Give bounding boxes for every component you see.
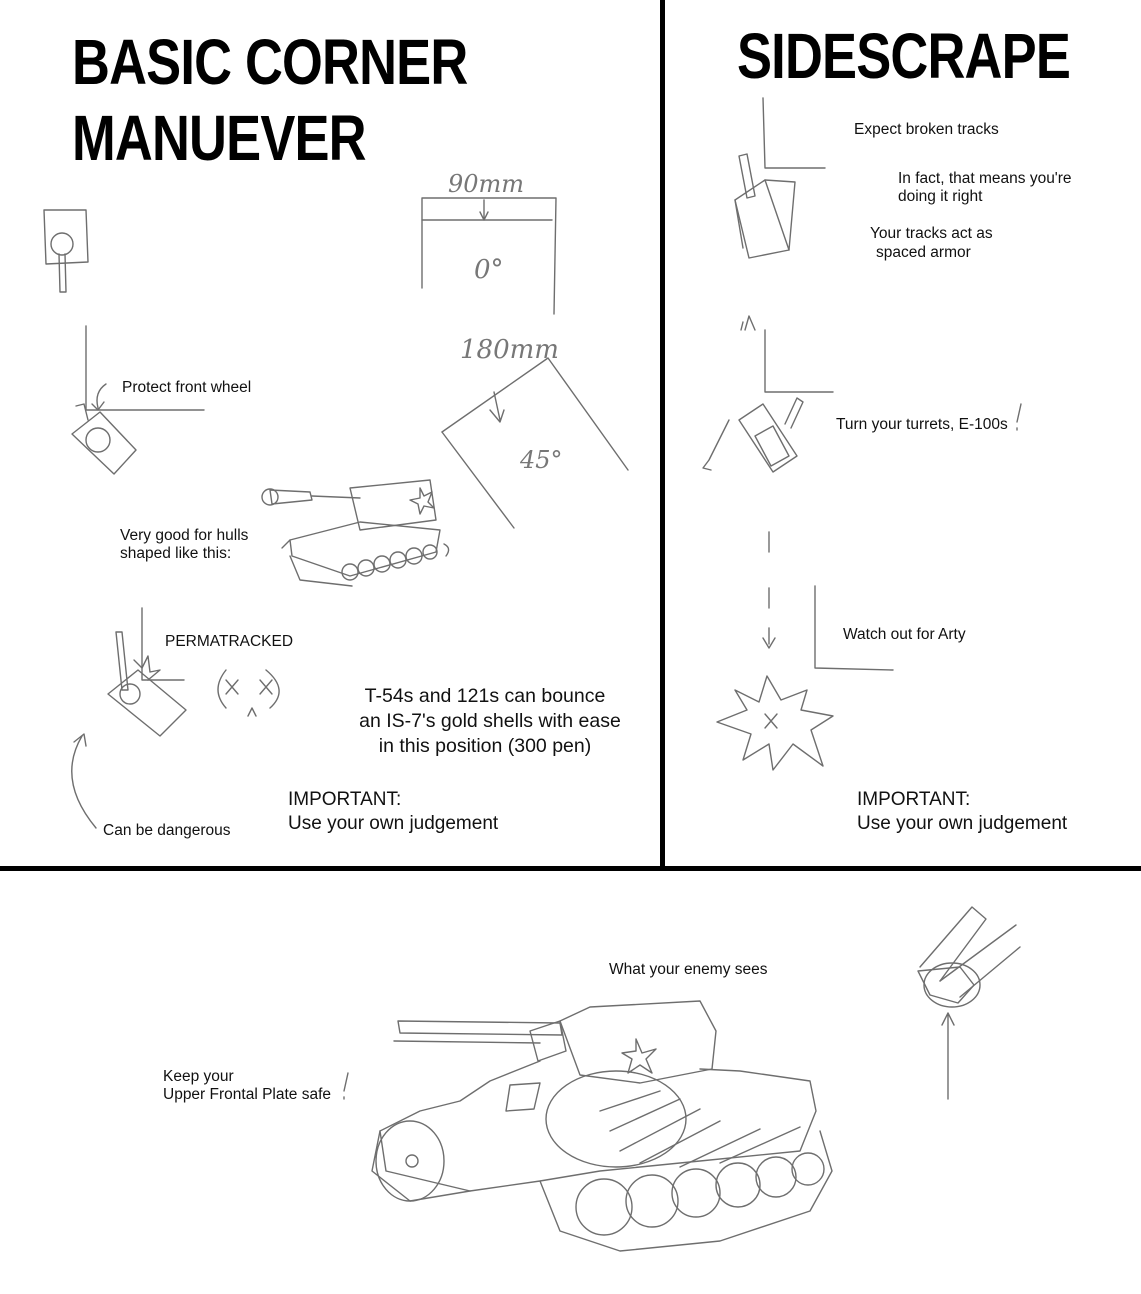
sidescrape-judgement-label: Use your own judgement — [857, 813, 1068, 834]
label-0deg: 0° — [474, 255, 504, 285]
sidescrape-important-label: IMPORTANT: — [857, 789, 971, 810]
sidescrape-panel: SIDESCRAPE Expect broke — [665, 0, 1141, 866]
tank-top-view-sketch — [43, 209, 89, 293]
bounce-line1: T-54s and 121s can bounce — [364, 685, 606, 707]
corner-wall-sketch — [71, 325, 205, 475]
enemy-sees-label: What your enemy sees — [609, 961, 768, 978]
sidescrape-sketches — [702, 97, 1022, 771]
very-good-line2: shaped like this: — [120, 545, 232, 562]
permatracked-label: PERMATRACKED — [165, 633, 294, 650]
permatracked-sketch — [107, 607, 280, 737]
expect-broken-tracks-label: Expect broken tracks — [854, 121, 999, 138]
armor-45deg-sketch: 180mm 45° — [441, 335, 629, 529]
corner-panel: BASIC CORNER MANUEVER 90mm 0° 180mm 45° — [0, 0, 660, 866]
corner-title-line1: BASIC CORNER — [72, 26, 468, 98]
in-fact-line2: doing it right — [898, 188, 983, 205]
label-180mm: 180mm — [460, 335, 559, 365]
arty-sketch — [716, 531, 894, 771]
in-fact-line1: In fact, that means you're — [898, 170, 1072, 187]
big-tank-sketch — [371, 1000, 833, 1252]
sidescrape-tank2-sketch — [702, 315, 834, 473]
label-90mm: 90mm — [448, 170, 524, 198]
corner-judgement-label: Use your own judgement — [288, 813, 499, 834]
horizontal-divider — [0, 866, 1141, 871]
barrel-arrow-sketch — [917, 906, 1021, 1100]
turn-turrets-label: Turn your turrets, E-100s — [836, 416, 1008, 433]
very-good-line1: Very good for hulls — [120, 527, 249, 544]
keep-ufp-line1: Keep your — [163, 1068, 234, 1085]
keep-ufp-line2: Upper Frontal Plate safe — [163, 1086, 332, 1103]
label-45deg: 45° — [519, 446, 563, 474]
bounce-line3: in this position (300 pen) — [378, 735, 592, 757]
sidescrape-tank1-sketch — [734, 97, 826, 259]
corner-sketches: 90mm 0° 180mm 45° — [43, 170, 629, 829]
sidescrape-title: SIDESCRAPE — [737, 20, 1071, 92]
dangerous-arrow-sketch — [71, 733, 97, 829]
can-be-dangerous-label: Can be dangerous — [103, 822, 231, 839]
protect-front-wheel-label: Protect front wheel — [122, 379, 252, 396]
enemy-view-sketches — [343, 906, 1021, 1252]
armor-0deg-sketch: 90mm 0° — [421, 170, 557, 315]
spaced-armor-line2: spaced armor — [876, 244, 971, 261]
enemy-view-panel: What your enemy sees Keep your Upper Fro… — [0, 871, 1141, 1294]
corner-title-line2: MANUEVER — [72, 102, 367, 174]
tank-side-sketch — [261, 479, 450, 587]
spaced-armor-line1: Your tracks act as — [870, 225, 993, 242]
watch-arty-label: Watch out for Arty — [843, 626, 966, 643]
vertical-divider — [660, 0, 665, 868]
bounce-line2: an IS-7's gold shells with ease — [359, 710, 621, 732]
corner-important-label: IMPORTANT: — [288, 789, 402, 810]
